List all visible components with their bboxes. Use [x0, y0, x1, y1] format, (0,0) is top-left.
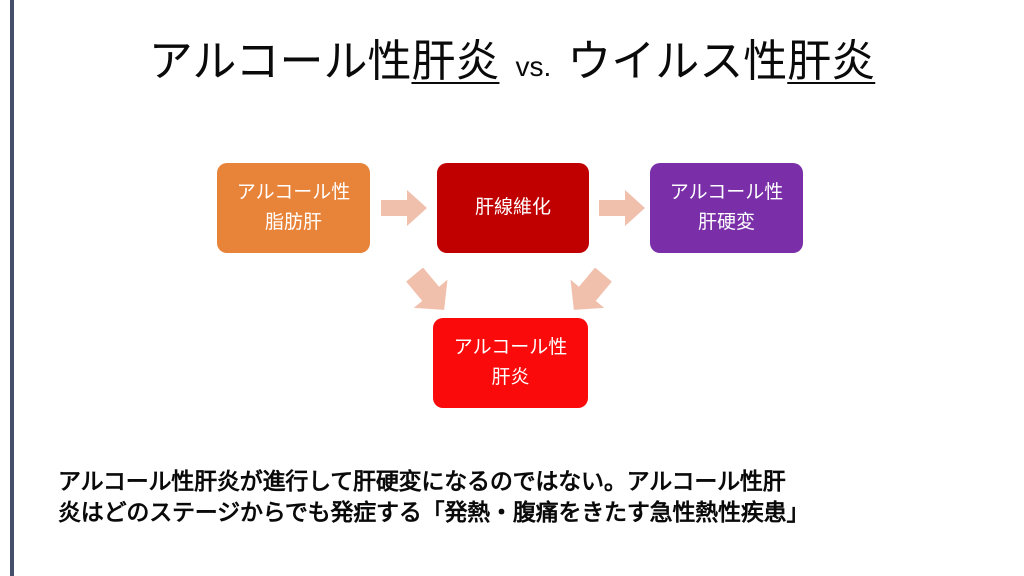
title-left-plain: アルコール性 — [148, 37, 412, 86]
node-label-line1: アルコール性 — [453, 337, 568, 358]
caption-line-1: アルコール性肝炎が進行して肝硬変になるのではない。アルコール性肝 — [58, 468, 786, 494]
title-left-underlined: 肝炎 — [411, 37, 500, 86]
arrow-right-icon — [599, 188, 647, 228]
title-right-plain: ウイルス性 — [567, 37, 788, 86]
arrow-down-left-icon — [562, 268, 614, 318]
caption-line-2: 炎はどのステージからでも発症する「発熱・腹痛をきたす急性熱性疾患」 — [58, 499, 810, 525]
caption-block: アルコール性肝炎が進行して肝硬変になるのではない。アルコール性肝 炎はどのステー… — [58, 466, 978, 528]
title-left-segment: アルコール性肝炎 — [149, 37, 500, 86]
title-vs-label: vs. — [515, 51, 552, 82]
title-right-underlined: 肝炎 — [787, 37, 876, 86]
node-label-line1: アルコール性 — [669, 182, 784, 203]
node-label-line2: 肝炎 — [491, 367, 530, 388]
node-label-line2: 脂肪肝 — [264, 212, 322, 233]
arrow-right-icon — [381, 188, 429, 228]
node-label-line1: アルコール性 — [236, 182, 351, 203]
node-label-line2: 肝硬変 — [697, 212, 755, 233]
node-alcoholic-cirrhosis: アルコール性 肝硬変 — [650, 163, 803, 253]
node-alcoholic-hepatitis: アルコール性 肝炎 — [433, 318, 588, 408]
arrow-down-right-icon — [404, 268, 456, 318]
node-alcoholic-fatty-liver: アルコール性 脂肪肝 — [217, 163, 370, 253]
title-right-segment: ウイルス性肝炎 — [567, 37, 875, 86]
node-label-line1: 肝線維化 — [474, 197, 551, 218]
left-accent-bar — [10, 0, 14, 576]
node-liver-fibrosis: 肝線維化 — [437, 163, 589, 253]
